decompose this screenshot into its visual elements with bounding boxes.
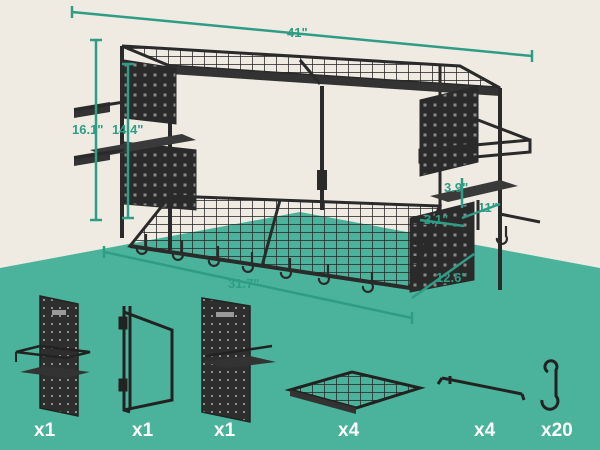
part-3-quantity: x1 — [214, 420, 236, 441]
base-width-label: 31.7" — [228, 276, 260, 291]
s-hook-icon — [540, 359, 560, 411]
side-panel-icon — [201, 297, 276, 423]
part-6-quantity: x20 — [541, 420, 573, 441]
overall-width-label: 41" — [287, 25, 308, 40]
rod-hook-icon — [436, 376, 526, 401]
dimension-lines — [70, 6, 534, 324]
shelf-height-label: 3.9" — [444, 180, 469, 195]
part-1-quantity: x1 — [34, 420, 56, 441]
side-panel-with-rails-icon — [15, 295, 91, 417]
part-5-quantity: x4 — [474, 420, 496, 441]
rack-illustration — [73, 44, 541, 293]
wire-shelf-icon — [284, 370, 426, 414]
support-bracket-icon — [118, 306, 174, 414]
shelf-width-label: 11" — [478, 200, 498, 215]
shelf-depth-label: 3.1" — [424, 212, 449, 227]
inner-height-label: 14.4" — [112, 122, 144, 137]
overall-height-label: 16.1" — [72, 122, 104, 137]
part-2-quantity: x1 — [132, 420, 154, 441]
part-4-quantity: x4 — [338, 420, 360, 441]
depth-label: 12.6" — [436, 270, 468, 285]
